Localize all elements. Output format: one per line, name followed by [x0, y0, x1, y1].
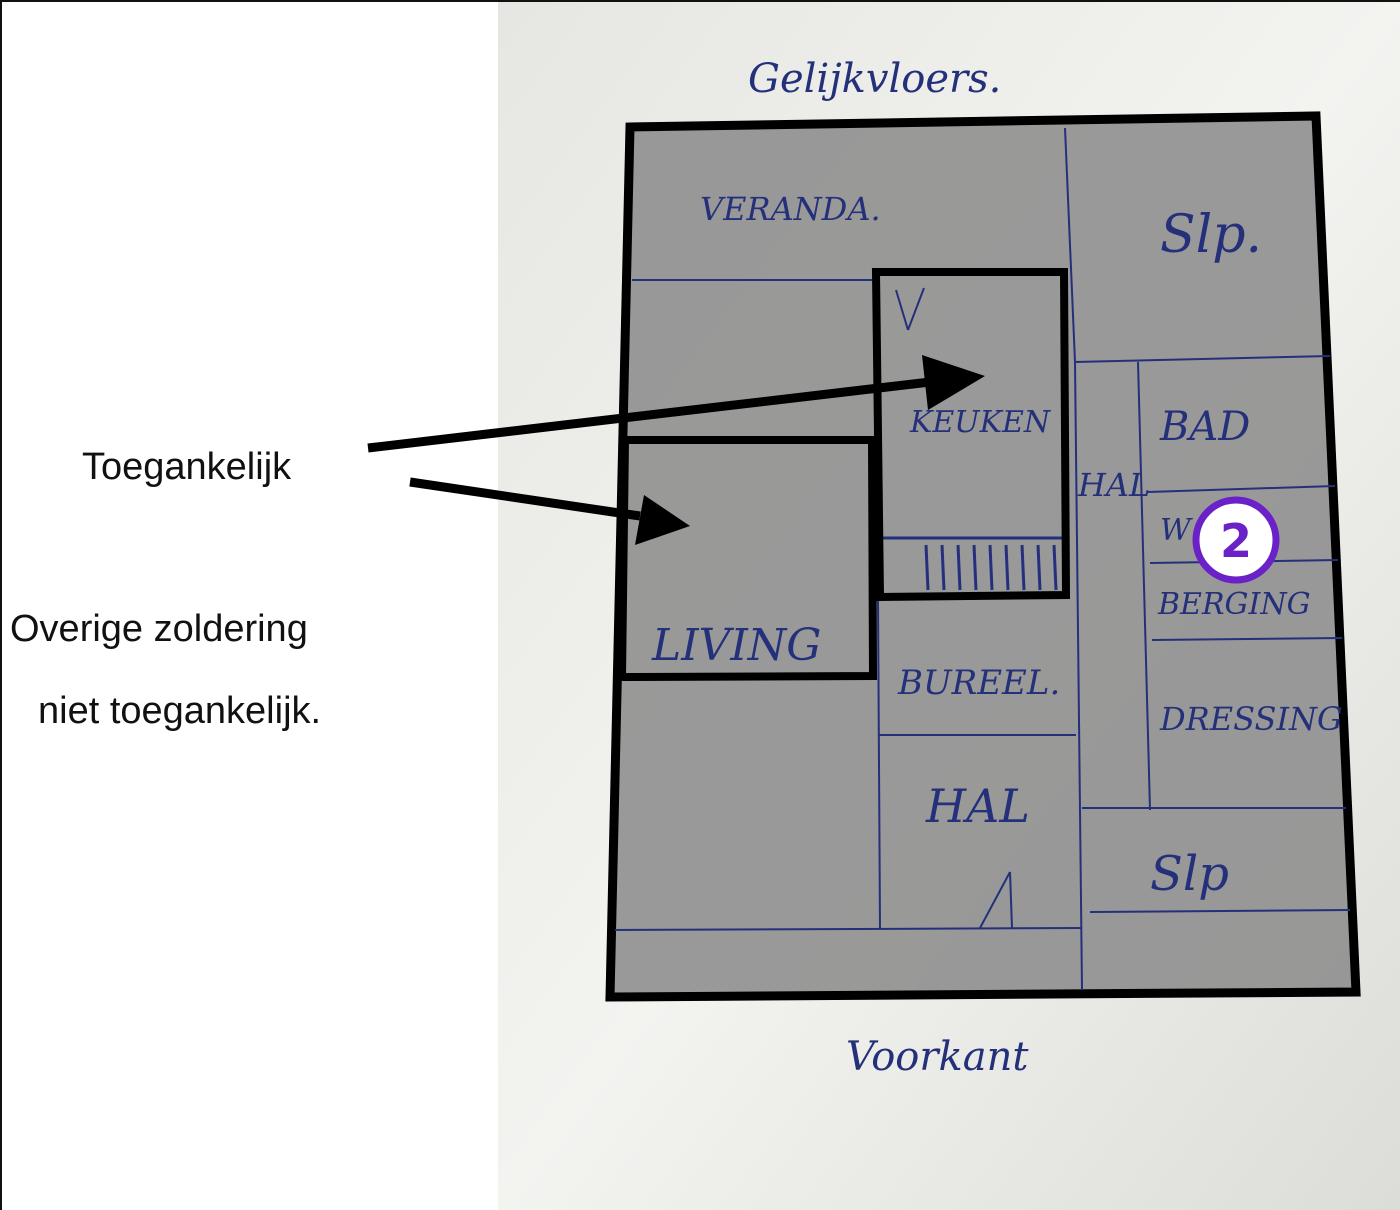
marker-number: 2 [1220, 514, 1252, 568]
room-veranda: VERANDA. [700, 190, 881, 228]
attic-note-line-1: Overige zoldering [10, 608, 308, 650]
kitchen-zone-outline [871, 268, 1071, 602]
room-living: LIVING [651, 620, 821, 671]
room-slp-bottom: Slp [1150, 846, 1229, 902]
number-marker: 2 [1192, 496, 1280, 584]
plan-title: Gelijkvloers. [748, 56, 1001, 102]
room-bureel: BUREEL. [897, 663, 1060, 703]
shaded-house-area [605, 111, 1361, 1002]
room-slp-top: Slp. [1160, 205, 1262, 265]
living-zone-outline [617, 436, 878, 682]
room-hal-right: HAL [1077, 466, 1150, 504]
room-berging: BERGING [1157, 587, 1311, 622]
accessible-label: Toegankelijk [82, 446, 292, 488]
arrows [367, 355, 985, 545]
staircase [882, 536, 1066, 591]
plan-bottom-label: Voorkant [846, 1034, 1029, 1080]
attic-note-line-2: niet toegankelijk. [38, 690, 322, 732]
room-bad: BAD [1159, 404, 1250, 450]
room-dressing: DRESSING [1159, 700, 1343, 738]
room-hal-lower: HAL [925, 779, 1030, 833]
room-wc: W [1160, 513, 1193, 548]
room-keuken: KEUKEN [909, 405, 1052, 440]
